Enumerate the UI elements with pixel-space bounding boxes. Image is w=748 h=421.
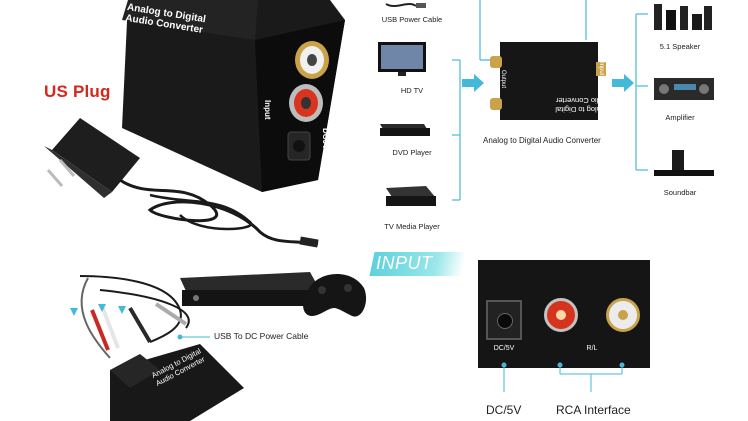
output-label-0: 5.1 Speaker	[659, 42, 701, 51]
output-label-top: Output	[115, 52, 124, 79]
us-plug-label: US Plug	[44, 82, 111, 101]
soundbar-icon	[654, 150, 714, 176]
game-controller	[303, 273, 367, 317]
top-left-device-illustration	[44, 0, 345, 248]
dc5v-label-top: DC5V	[321, 128, 330, 150]
dvd-player-icon	[380, 124, 430, 136]
source-label-3: TV Media Player	[384, 222, 440, 231]
usb-cable-icon	[385, 3, 426, 8]
sources-icons	[378, 3, 461, 206]
power-adapter	[44, 118, 140, 198]
input-banner-text: INPUT	[376, 253, 433, 273]
source-label-1: HD TV	[400, 86, 424, 95]
usb-dc-cable-caption: USB To DC Power Cable	[214, 331, 309, 341]
arrow-right-icon-2	[612, 74, 634, 92]
dc-port	[486, 300, 522, 340]
power-cable	[119, 178, 319, 246]
media-player-icon	[386, 186, 436, 206]
center-output-label: Output	[500, 70, 506, 89]
output-connector-lines	[635, 13, 648, 171]
source-label-0: USB Power Cable	[381, 15, 443, 24]
rca-red-port	[544, 298, 578, 332]
input-label-top: Input	[263, 100, 272, 120]
source-connector-lines	[452, 59, 461, 201]
rca-white-jack-top	[295, 41, 329, 79]
game-console	[180, 272, 320, 306]
rca-red-jack-top	[289, 84, 323, 122]
source-label-2: DVD Player	[392, 148, 432, 157]
dc-port-label: DC/5V	[493, 345, 515, 352]
dc-jack-top	[287, 131, 311, 161]
arrow-right-icon	[462, 74, 484, 92]
bottom-left-illustration	[70, 272, 367, 421]
center-input-label: Input	[598, 62, 604, 76]
output-label-2: Soundbar	[663, 188, 697, 197]
amplifier-icon	[654, 78, 714, 100]
dc-caption: DC/5V	[486, 403, 522, 417]
outputs-icons	[635, 4, 714, 176]
rca-port-label: R/L	[586, 345, 598, 352]
rca-white-port	[606, 298, 640, 332]
bottom-right-connectors	[501, 362, 625, 392]
center-converter-illustration	[479, 0, 606, 120]
rca-caption: RCA Interface	[556, 403, 631, 417]
center-device-title: Analog to Digital Audio Converter	[555, 96, 610, 114]
tv-icon	[378, 42, 426, 76]
converter-caption: Analog to Digital Audio Converter	[483, 136, 601, 145]
speaker-set-icon	[654, 4, 712, 30]
output-label-1: Amplifier	[665, 113, 695, 122]
